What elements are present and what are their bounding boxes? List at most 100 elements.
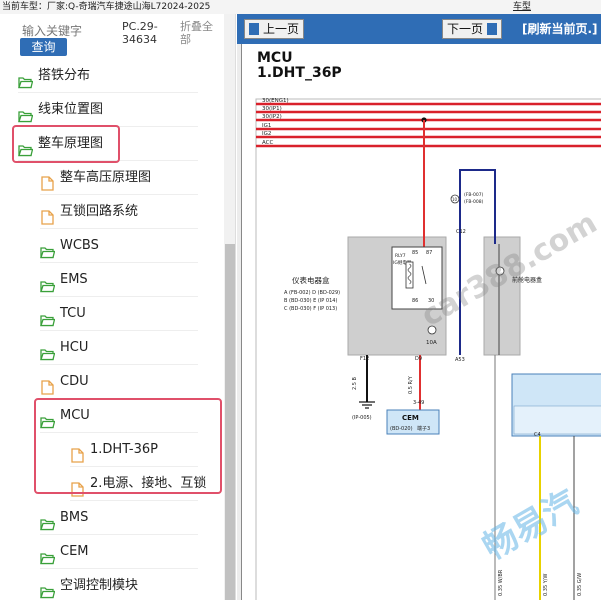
folder-open-icon (40, 545, 56, 565)
tree-item[interactable]: WCBS (40, 229, 198, 263)
sidebar-scrollbar-thumb[interactable] (225, 244, 235, 600)
document-icon (70, 443, 85, 463)
wire-label: 0.35 G/W (577, 573, 583, 596)
fuse-box-ref: A (FB-002) D (BD-029) (284, 290, 340, 296)
tree-item[interactable]: 互锁回路系统 (40, 195, 198, 229)
tree-item-label: 1.DHT-36P (90, 442, 159, 457)
wire-label: 2.5 B (352, 376, 358, 390)
folder-open-icon (40, 511, 56, 531)
tree-item-label: 线束位置图 (38, 102, 104, 117)
cem-pin-label: 端子3 (417, 425, 430, 432)
tree-item-label: 整车高压原理图 (60, 170, 152, 185)
relay-pin-label: 87 (426, 250, 432, 256)
power-rail-label: IG2 (262, 131, 271, 137)
relay-pin-label: 85 (412, 250, 418, 256)
relay-box (391, 246, 443, 310)
tree-item-label: 2.电源、接地、互锁 (90, 476, 207, 491)
vehicle-model-link[interactable]: 车型 (512, 2, 531, 12)
module-inner (513, 405, 601, 435)
tree-item-label: WCBS (60, 238, 99, 253)
tree-item[interactable]: CDU (40, 365, 198, 399)
folder-open-icon (40, 409, 56, 429)
wire-blue (459, 169, 496, 355)
vehicle-info-text: 当前车型：厂家:Q-奇瑞汽车捷途山海L72024-2025 (2, 2, 211, 12)
ground-ref-label: (IP-005) (352, 415, 372, 421)
folder-open-icon (40, 579, 56, 599)
tree-item[interactable]: 整车高压原理图 (40, 161, 198, 195)
power-rail-label: 30(ENG1) (262, 98, 289, 104)
tree-item-label: MCU (60, 408, 90, 423)
vehicle-info-bar: 当前车型：厂家:Q-奇瑞汽车捷途山海L72024-2025 车型 (0, 0, 601, 14)
tree-item[interactable]: BMS (40, 501, 198, 535)
refresh-page-link[interactable]: [刷新当前页.] (522, 22, 598, 36)
tree-item[interactable]: EMS (40, 263, 198, 297)
tree-item-label: 搭铁分布 (38, 68, 91, 83)
fuse-box-label: 仪表电器盒 (292, 275, 330, 285)
folder-open-icon (18, 103, 34, 123)
wire-label: 0.35 W/BR (498, 569, 504, 596)
tree-item-label: EMS (60, 272, 88, 287)
sidebar: 输入关键字 查询 PC.29-34634 折叠全部 搭铁分布线束位置图整车原理图… (0, 14, 236, 600)
relay-coil (405, 261, 414, 289)
fuse-small-label: 10 (452, 197, 458, 202)
diagram-viewer: 上一页 下一页 [刷新当前页.] MCU 1.DHT_36P 30(ENG1) 3… (237, 14, 601, 600)
fuse-box-ref: B (BD-030) E (IP 014) (284, 298, 337, 304)
page-nav-bar: 上一页 下一页 [刷新当前页.] (237, 14, 601, 44)
tree-item-label: CEM (60, 544, 89, 559)
folder-open-icon (40, 273, 56, 293)
fuse-box2-label: 前舱电器盒 (512, 276, 542, 284)
tree-item[interactable]: 整车原理图 (18, 127, 198, 161)
pin-label: F12 (360, 356, 369, 362)
tree-item[interactable]: 搭铁分布 (18, 59, 198, 93)
tree-item[interactable]: MCU (40, 399, 198, 433)
search-input[interactable]: 输入关键字 (22, 24, 83, 38)
watermark-text: 畅易汽 (476, 482, 584, 568)
document-icon (40, 171, 55, 191)
power-rail-label: 30(IP2) (262, 114, 282, 120)
wiring-diagram-svg: 30(ENG1)30(IP1)30(IP2)IG1IG2ACCRLY7IG继电器… (255, 98, 601, 600)
tree-item-label: CDU (60, 374, 89, 389)
relay-pin-label: 86 (412, 298, 418, 304)
relay-label: RLY7 (395, 253, 406, 259)
tree-item-label: BMS (60, 510, 89, 525)
power-rail-label: ACC (262, 140, 274, 146)
tree-item[interactable]: 线束位置图 (18, 93, 198, 127)
next-page-button[interactable]: 下一页 (442, 19, 503, 39)
model-code: PC.29-34634 (122, 20, 158, 46)
document-icon (40, 205, 55, 225)
folder-open-icon (40, 239, 56, 259)
tree-item-label: HCU (60, 340, 89, 355)
pin-label: A53 (455, 357, 465, 363)
collapse-all-link[interactable]: 折叠全部 (180, 20, 213, 46)
tree-item[interactable]: TCU (40, 297, 198, 331)
fuse-value-label: 10A (426, 340, 437, 346)
schematic-frame (255, 98, 601, 600)
tree-item[interactable]: CEM (40, 535, 198, 569)
tree-item-label: 空调控制模块 (60, 578, 139, 593)
relay-pin-label: 30 (428, 298, 434, 304)
tree-item-label: TCU (60, 306, 86, 321)
fuse-symbol (427, 325, 437, 335)
relay-name: IG继电器 (393, 259, 412, 266)
folder-open-icon (18, 69, 34, 89)
arrow-right-icon (487, 23, 498, 35)
arrow-left-icon (249, 23, 259, 35)
query-button[interactable]: 查询 (20, 38, 67, 56)
tree-item[interactable]: 空调控制模块 (40, 569, 198, 600)
fuse-symbol-small (450, 194, 460, 204)
highlight-box-mcu (34, 398, 222, 494)
highlight-box-schematic (12, 125, 120, 163)
search-area: 输入关键字 查询 PC.29-34634 折叠全部 (0, 14, 235, 60)
document-icon (40, 375, 55, 395)
tree-item[interactable]: 1.DHT-36P (70, 433, 198, 467)
fuse-box-ref: C (BD-030) F (IP 013) (284, 306, 337, 312)
wire-label: 0.35 Y/W (543, 574, 549, 596)
relay-switch (421, 265, 427, 285)
tree-item[interactable]: HCU (40, 331, 198, 365)
diagram-title: MCU (257, 50, 293, 66)
fuse-c12-ref: (FB-008) (464, 199, 484, 205)
prev-page-button[interactable]: 上一页 (244, 19, 305, 39)
folder-open-icon (18, 137, 34, 157)
diagram-subtitle: 1.DHT_36P (257, 65, 342, 81)
